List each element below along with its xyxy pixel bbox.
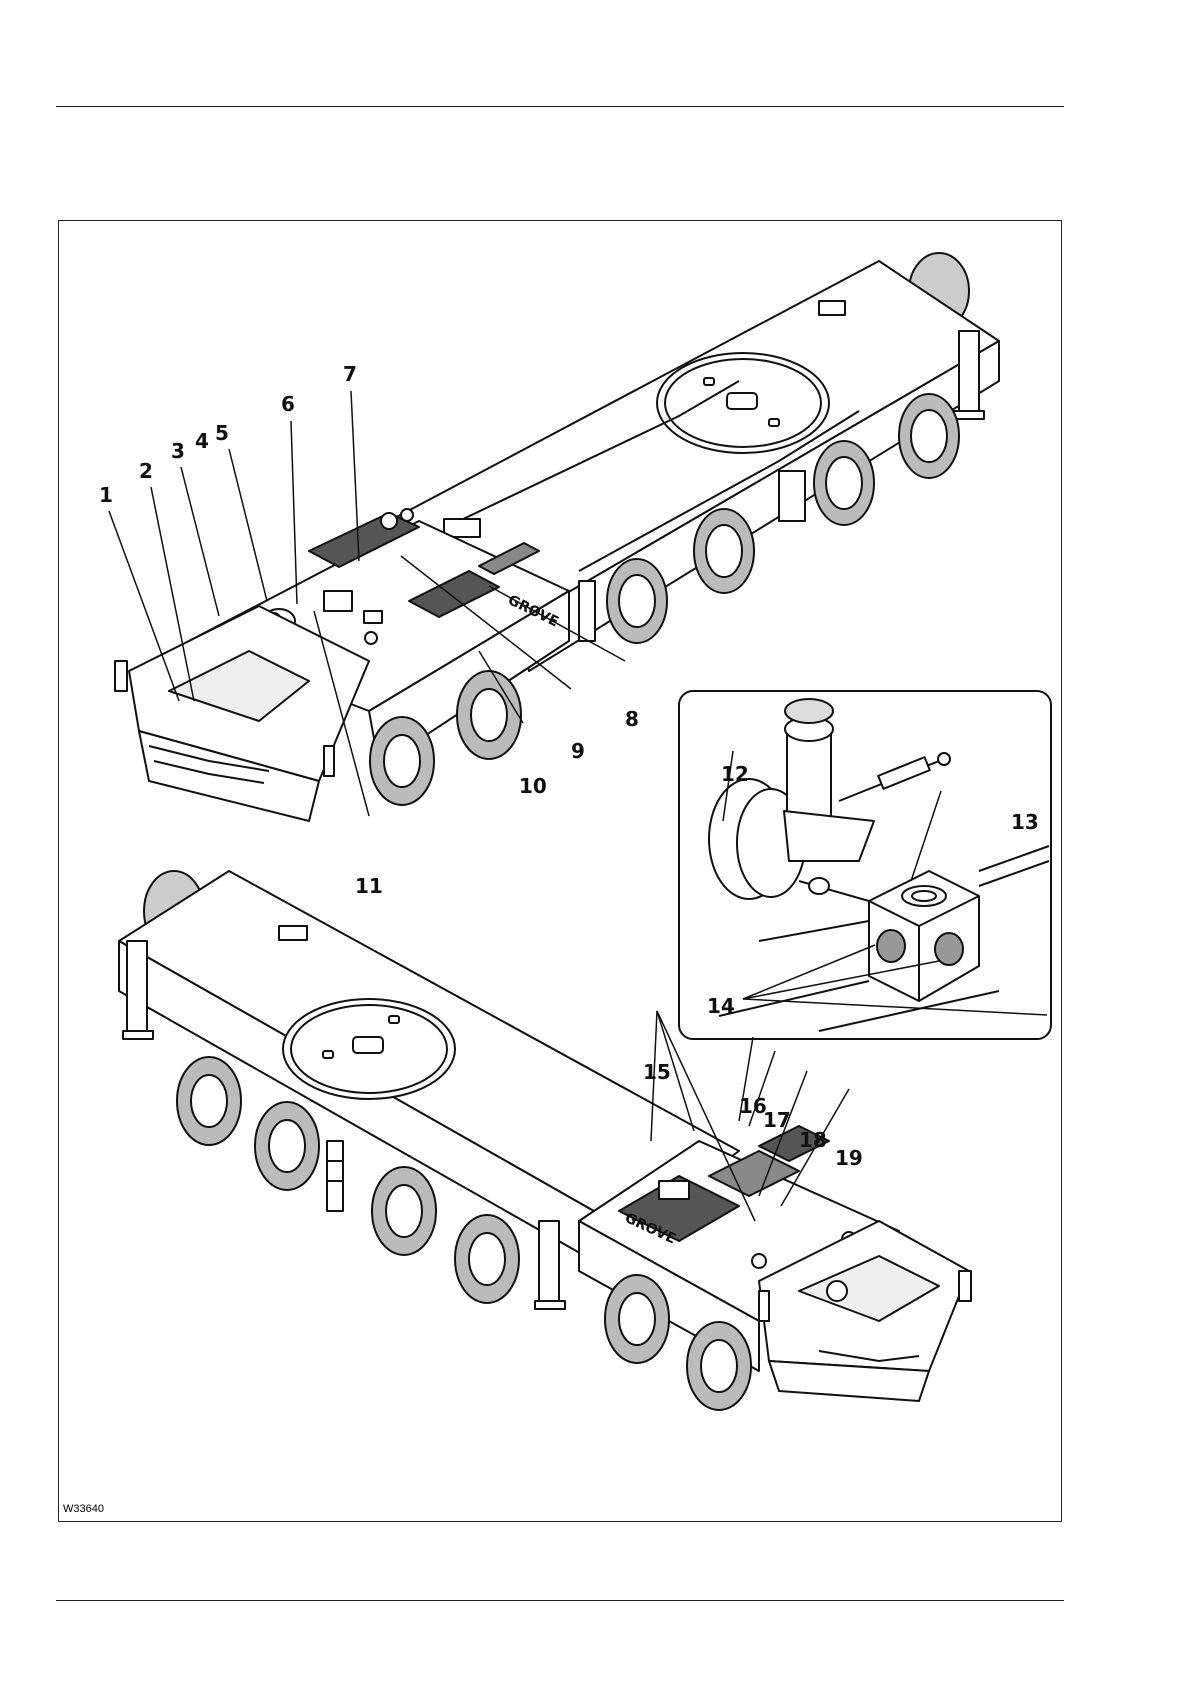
header-rule: [56, 106, 1064, 107]
callout-5: 5: [215, 421, 229, 445]
callout-14: 14: [707, 994, 735, 1018]
callout-19: 19: [835, 1146, 863, 1170]
callout-3: 3: [171, 439, 185, 463]
callout-15: 15: [643, 1060, 671, 1084]
figure-frame: GROVE: [58, 220, 1062, 1522]
callout-2: 2: [139, 459, 153, 483]
callout-17: 17: [763, 1108, 791, 1132]
figure-id: W33640: [63, 1503, 104, 1515]
callout-6: 6: [281, 392, 295, 416]
callout-12: 12: [721, 762, 749, 786]
callout-13: 13: [1011, 810, 1039, 834]
callout-11: 11: [355, 874, 383, 898]
pump-detail-inset: [679, 691, 1051, 1039]
callout-7: 7: [343, 362, 357, 386]
callout-18: 18: [799, 1128, 827, 1152]
callout-8: 8: [625, 707, 639, 731]
crane-illustration: GROVE: [59, 221, 1062, 1522]
callout-9: 9: [571, 739, 585, 763]
callout-4: 4: [195, 429, 209, 453]
callout-1: 1: [99, 483, 113, 507]
footer-rule: [56, 1600, 1064, 1601]
callout-10: 10: [519, 774, 547, 798]
